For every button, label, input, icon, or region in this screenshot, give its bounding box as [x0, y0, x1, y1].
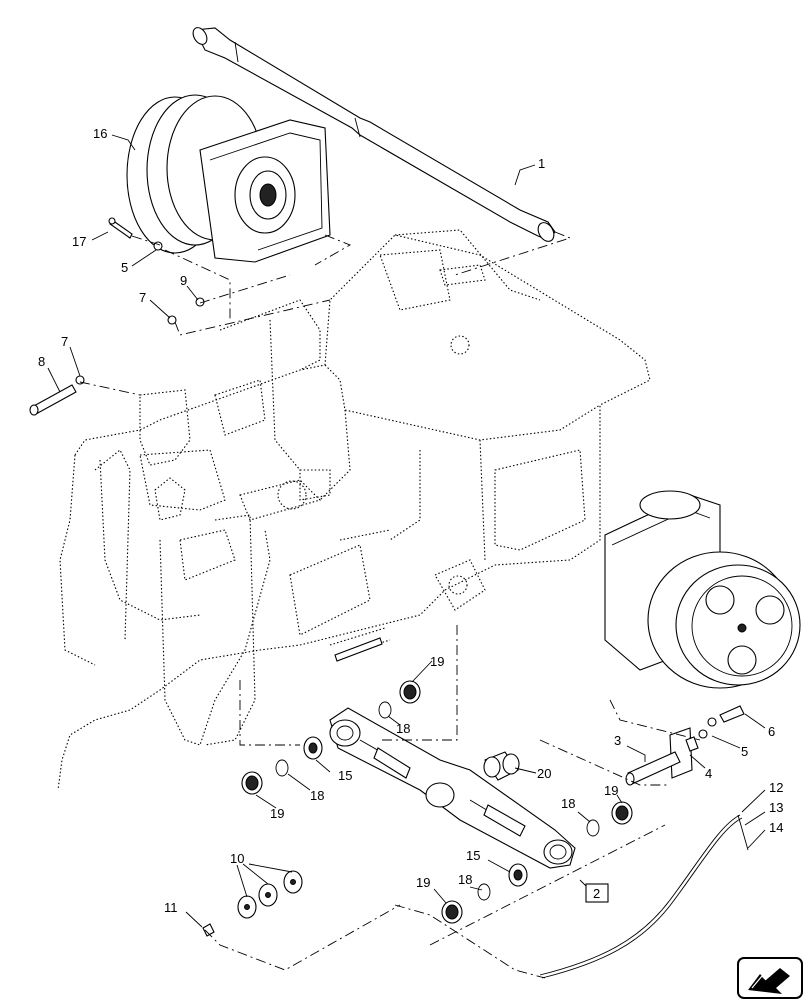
ring-18-d: [477, 883, 491, 901]
bolt-6: [719, 705, 745, 723]
callout-3: 3: [614, 733, 621, 748]
frame-bolt: [334, 637, 383, 662]
final-drive-upper: [126, 94, 331, 263]
callout-15: 15: [338, 768, 352, 783]
callout-2: 2: [593, 886, 600, 901]
callout-4: 4: [705, 766, 712, 781]
callouts: 1 16 17 5 7 9 8 7 19 18 15 18 19 20 3 4 …: [38, 126, 783, 915]
callout-6: 6: [768, 724, 775, 739]
callout-7: 7: [61, 334, 68, 349]
ring-18-b: [275, 759, 289, 777]
leader-lines: [47, 134, 766, 928]
callout-18: 18: [310, 788, 324, 803]
callout-17: 17: [72, 234, 86, 249]
axle-shaft: [192, 27, 556, 242]
callout-10: 10: [230, 851, 244, 866]
callout-15: 15: [466, 848, 480, 863]
assembly-lines: [79, 231, 701, 979]
washer-5: [698, 729, 708, 739]
callout-19: 19: [430, 654, 444, 669]
callout-11: 11: [164, 900, 178, 915]
pin-3: [625, 727, 693, 786]
callout-7: 7: [139, 290, 146, 305]
callout-19: 19: [604, 783, 618, 798]
callout-5: 5: [741, 744, 748, 759]
callout-18: 18: [561, 796, 575, 811]
callout-18: 18: [458, 872, 472, 887]
callout-8: 8: [38, 354, 45, 369]
washer-6: [707, 717, 717, 727]
ring-18-a: [378, 701, 392, 719]
pivot-beam: [329, 707, 576, 869]
callout-20: 20: [537, 766, 551, 781]
bolt-8: [31, 384, 77, 415]
callout-2-box: [585, 883, 609, 903]
callout-12: 12: [769, 780, 783, 795]
callout-14: 14: [769, 820, 783, 835]
callout-18: 18: [396, 721, 410, 736]
chassis-frame: [57, 229, 651, 791]
hose-12: [539, 814, 741, 976]
callout-9: 9: [180, 273, 187, 288]
orientation-arrow-icon: [737, 957, 803, 999]
bushing-20: [483, 751, 520, 781]
callout-5: 5: [121, 260, 128, 275]
callout-19: 19: [270, 806, 284, 821]
callout-1: 1: [538, 156, 545, 171]
grease-fitting-11: [202, 923, 215, 937]
ring-18-c: [586, 819, 600, 837]
callout-13: 13: [769, 800, 783, 815]
callout-16: 16: [93, 126, 107, 141]
callout-19: 19: [416, 875, 430, 890]
final-drive-lower: [604, 490, 801, 689]
